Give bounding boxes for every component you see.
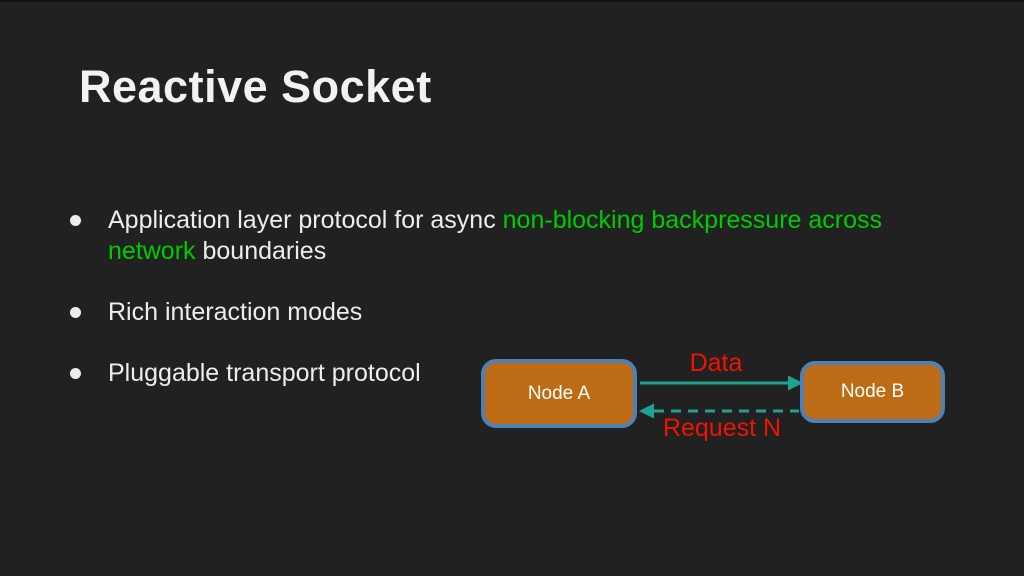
bullet-dot (70, 368, 81, 379)
bullet-text: Rich interaction modes (108, 298, 363, 326)
bullet-text: Pluggable transport protocol (108, 359, 421, 387)
top-strip (0, 0, 1024, 2)
bullet-item-transport: Pluggable transport protocol (70, 358, 930, 389)
bullet-text: Application layer protocol for async non… (108, 205, 918, 267)
bullet-dot (70, 215, 81, 226)
bullet-item-interaction-modes: Rich interaction modes (70, 297, 930, 328)
bullet-segment-highlight: non-blocking backpressure across network (108, 206, 883, 265)
bullet-dot (70, 307, 81, 318)
bullet-item-protocol: Application layer protocol for async non… (70, 205, 930, 267)
bullet-segment: Application layer protocol for async (108, 206, 503, 234)
slide-title: Reactive Socket (79, 61, 432, 112)
bullet-list: Application layer protocol for async non… (70, 205, 930, 419)
bullet-segment: boundaries (195, 237, 327, 265)
